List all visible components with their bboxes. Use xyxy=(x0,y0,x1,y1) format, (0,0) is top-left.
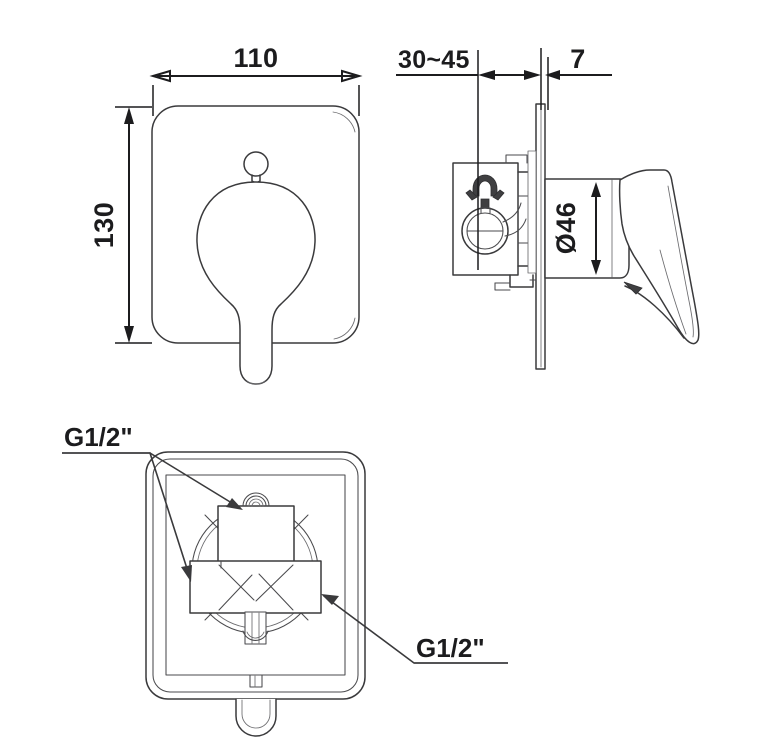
callout-inlet-upper: G1/2" xyxy=(62,422,243,582)
dimension-label-30-45: 30~45 xyxy=(398,46,470,74)
outlet-spout xyxy=(235,698,277,737)
bottom-view-group xyxy=(145,451,366,737)
lever-handle-side xyxy=(618,169,700,345)
port-top xyxy=(217,505,295,569)
callout-label-g12-bottom: G1/2" xyxy=(416,633,485,663)
pipe-fitting-ring xyxy=(461,202,527,255)
dimension-label-130: 130 xyxy=(89,202,119,249)
dimension-recess-depth: 30~45 xyxy=(396,46,542,270)
dimension-label-7: 7 xyxy=(570,44,586,74)
callout-outlet-right: G1/2" xyxy=(321,594,508,664)
valve-stem xyxy=(242,611,269,645)
dimension-label-110: 110 xyxy=(233,43,278,73)
callout-label-g12-top: G1/2" xyxy=(64,422,133,452)
outlet-channel xyxy=(249,674,263,688)
cartridge-nut-detail xyxy=(242,492,270,507)
dimension-plate-thickness: 7 xyxy=(545,44,612,110)
dimension-plate-height: 130 xyxy=(89,106,152,344)
dimension-label-d46: Ø46 xyxy=(551,202,581,255)
dimension-cartridge-diameter: Ø46 xyxy=(551,182,601,275)
port-cross-overlay xyxy=(218,561,294,611)
port-sides xyxy=(189,560,322,614)
lever-handle-front xyxy=(196,181,316,385)
dimension-plate-width: 110 xyxy=(149,43,363,116)
side-view-group xyxy=(452,103,700,370)
front-view-group xyxy=(151,105,360,385)
